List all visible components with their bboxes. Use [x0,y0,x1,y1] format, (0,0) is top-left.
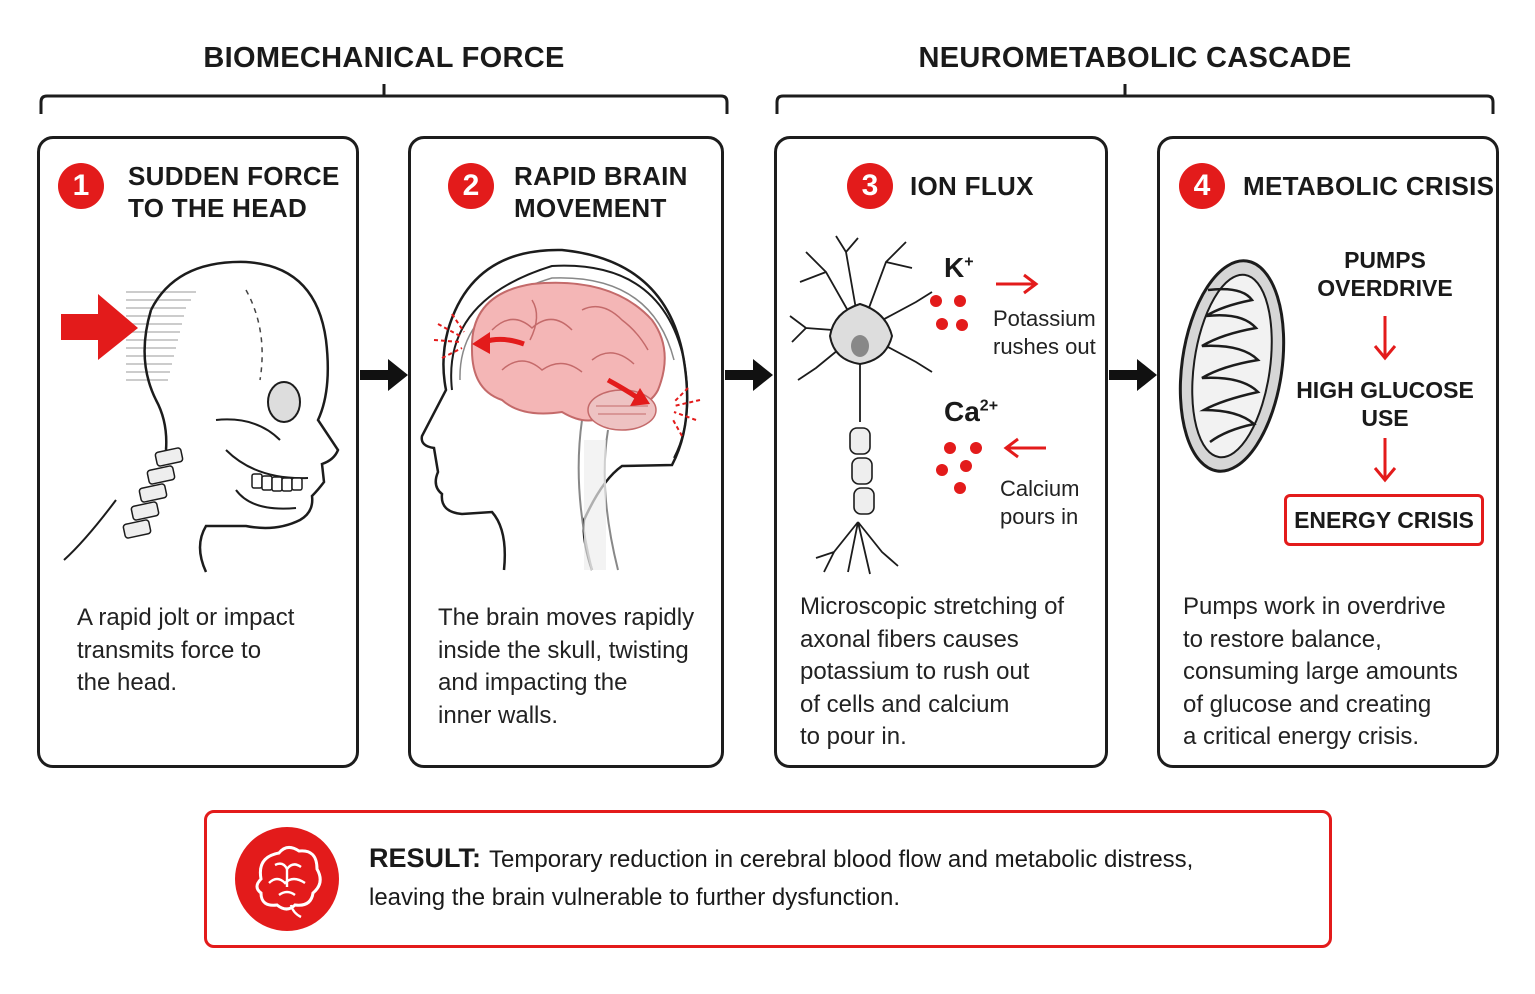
impact-arrow-icon [61,294,138,360]
calcium-symbol: Ca2+ [944,396,999,427]
skull-illustration [61,260,340,573]
step-panel-1 [37,136,359,768]
result-text: RESULT:Temporary reduction in cerebral b… [369,843,1194,911]
calcium-ions-icon [936,442,982,494]
calcium-in-arrow-icon [1003,437,1046,459]
step-title-4: METABOLIC CRISIS [1243,171,1495,201]
neuron-illustration [789,235,933,575]
step-title-3: ION FLUX [910,171,1034,201]
connector-arrow-icon [725,359,773,391]
section-title-neurometabolic: NEUROMETABOLIC CASCADE [918,42,1352,74]
flow-down-arrow-icon [1373,438,1397,483]
step-panel-3 [774,136,1108,768]
section-title-biomechanical: BIOMECHANICAL FORCE [203,42,565,74]
bracket-biomechanical [39,84,729,114]
result-box: RESULT:Temporary reduction in cerebral b… [204,810,1332,948]
step-badge-1: 1 [58,163,104,209]
brain-head-illustration [420,248,701,571]
potassium-out-arrow-icon [996,273,1039,295]
step-badge-2: 2 [448,163,494,209]
connector-arrow-icon [1109,359,1157,391]
connector-arrow-icon [360,359,408,391]
brain-icon [235,827,339,931]
flow-down-arrow-icon [1373,316,1397,361]
potassium-symbol: K+ [944,252,974,283]
step-badge-3: 3 [847,163,893,209]
potassium-ions-icon [930,295,968,331]
result-label: RESULT: [369,843,481,873]
step-badge-4: 4 [1179,163,1225,209]
energy-crisis-box: ENERGY CRISIS [1284,494,1484,546]
bracket-neurometabolic [775,84,1495,114]
mitochondrion-illustration [1178,259,1286,473]
